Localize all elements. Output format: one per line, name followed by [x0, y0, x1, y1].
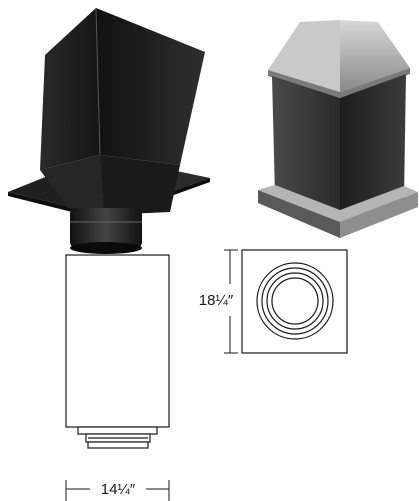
box-lower-right [100, 155, 180, 215]
elevation-collar-top [77, 426, 158, 435]
inner-ring [266, 272, 324, 330]
front-elevation-drawing [65, 254, 170, 449]
box-lower-left [40, 155, 104, 215]
width-label: 14¼″ [101, 481, 136, 498]
chimney-cover-photo [258, 20, 418, 238]
base-trim-left [258, 190, 340, 238]
middle-ring [261, 267, 329, 335]
roof-left [268, 20, 340, 92]
base-trim-top [258, 185, 418, 222]
pyramid-right-face [96, 8, 205, 165]
outer-ring [256, 262, 334, 340]
top-view-square [241, 249, 348, 354]
top-view-drawing [241, 249, 348, 354]
base-trim-right [340, 192, 418, 238]
bore [271, 277, 319, 325]
pyramid-left-face [40, 8, 100, 170]
width-dimension [65, 480, 170, 501]
height-dimension [224, 249, 238, 354]
height-label: 18¼″ [199, 292, 234, 309]
body-left [272, 76, 340, 222]
elevation-collar-bottom [87, 441, 149, 449]
body-right [340, 74, 406, 222]
elevation-body [65, 254, 170, 428]
support-box-photo [8, 7, 210, 254]
collar-pipe [70, 208, 142, 248]
